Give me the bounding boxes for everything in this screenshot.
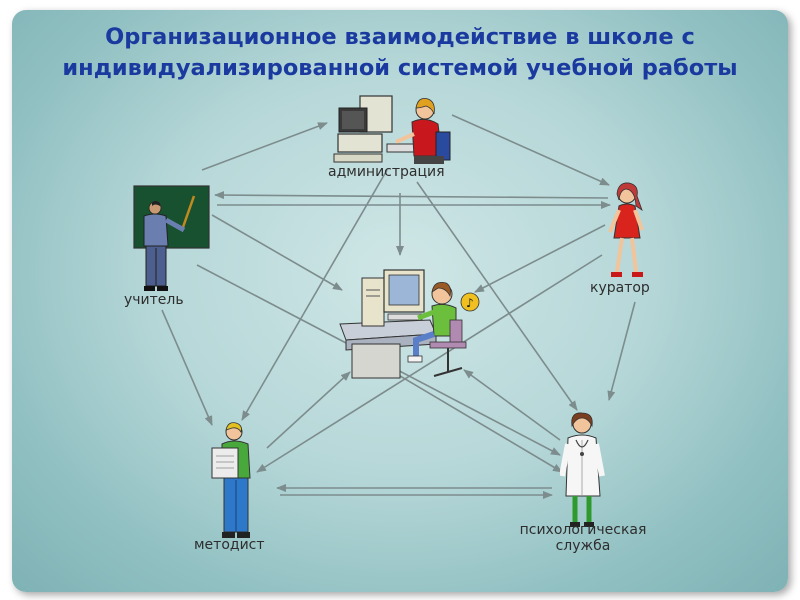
arrow-student-psych	[389, 369, 563, 473]
label-psych-line1: психологическая	[519, 522, 647, 538]
arrow-curator-methodist	[256, 254, 603, 473]
arrow-curator-teacher	[214, 191, 609, 200]
methodist-with-paper-icon	[211, 422, 251, 538]
psychologist-icon	[560, 412, 605, 527]
arrow-teacher-admin	[201, 122, 328, 171]
teacher-at-blackboard-icon	[133, 185, 210, 291]
label-curator: куратор	[590, 280, 650, 296]
arrow-psych-student	[463, 369, 561, 441]
label-psych-service: психологическая служба	[504, 522, 662, 554]
arrow-admin-curator	[451, 114, 610, 186]
label-administration: администрация	[328, 164, 445, 180]
label-teacher: учитель	[124, 292, 184, 308]
arrow-teacher-student	[211, 214, 343, 291]
admin-at-computer-icon	[333, 95, 451, 164]
page-title: Организационное взаимодействие в школе с…	[62, 24, 738, 81]
arrow-teacher-methodist	[161, 309, 213, 426]
arrow-curator-psych	[607, 301, 636, 401]
arrow-admin-psych	[416, 181, 578, 411]
label-psych-line2: служба	[555, 538, 611, 554]
label-methodist: методист	[194, 537, 265, 553]
svg-text:♪: ♪	[466, 296, 474, 310]
arrow-curator-student	[474, 224, 606, 293]
student-at-computer-icon: ♪	[339, 269, 480, 379]
girl-curator-icon	[608, 182, 644, 277]
arrow-methodist-student	[266, 371, 351, 449]
slide: Организационное взаимодействие в школе с…	[12, 10, 788, 592]
arrow-admin-methodist	[241, 169, 388, 421]
